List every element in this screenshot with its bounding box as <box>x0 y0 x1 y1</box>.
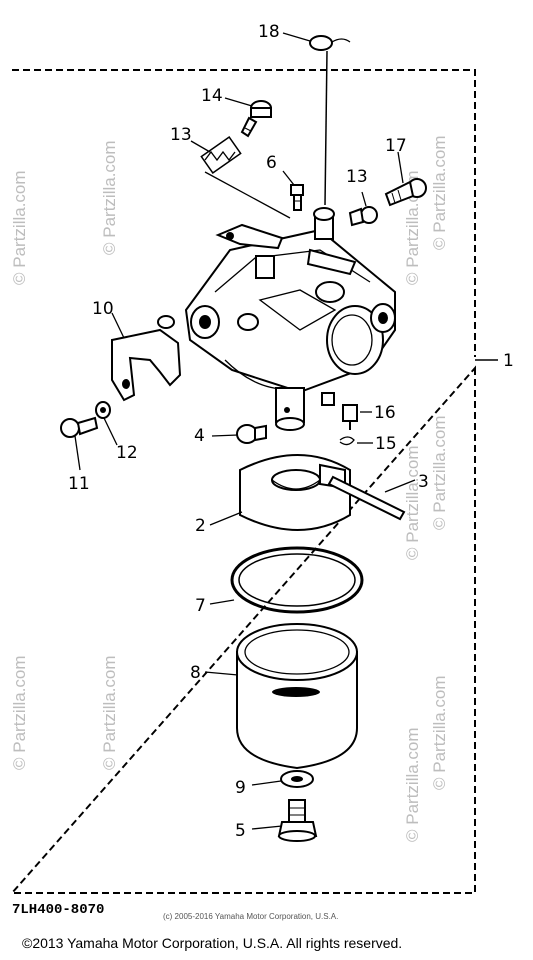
leader-line-7 <box>209 599 235 605</box>
callout-13: 13 <box>170 125 192 145</box>
part-12-washer <box>95 401 111 419</box>
watermark: © Partzilla.com <box>10 170 29 285</box>
small-copyright: (c) 2005-2016 Yamaha Motor Corporation, … <box>163 912 338 921</box>
watermark: © Partzilla.com <box>100 655 119 770</box>
watermarks: © Partzilla.com © Partzilla.com © Partzi… <box>10 135 449 842</box>
callout-2: 2 <box>195 516 206 536</box>
watermark: © Partzilla.com <box>430 135 449 250</box>
part-11-screw <box>60 416 99 438</box>
callout-5: 5 <box>235 821 246 841</box>
callout-3: 3 <box>418 472 429 492</box>
assembly-dashed-border <box>9 69 476 894</box>
leader-line-2 <box>209 511 243 526</box>
callout-1: 1 <box>503 351 514 371</box>
callout-12: 12 <box>116 443 138 463</box>
part-3-float-pin <box>327 475 406 521</box>
part-8-float-bowl <box>236 623 358 770</box>
leader-line-9 <box>251 780 282 786</box>
watermark: © Partzilla.com <box>430 415 449 530</box>
callout-18: 18 <box>258 22 280 42</box>
callout-17: 17 <box>385 136 407 156</box>
leader-line-4 <box>211 434 239 437</box>
callout-8: 8 <box>190 663 201 683</box>
leader-line-12 <box>103 417 118 446</box>
part-1-carburetor-body <box>184 207 396 431</box>
part-9-washer <box>280 770 314 788</box>
leader-line-10 <box>111 312 125 339</box>
diagram-code: 7LH400-8070 <box>12 902 104 918</box>
part-13-spring <box>200 136 242 174</box>
watermark: © Partzilla.com <box>430 675 449 790</box>
part-10-bracket <box>111 315 182 402</box>
leader-line-14 <box>224 97 253 107</box>
leader-line-6 <box>282 170 295 186</box>
leader-line-5 <box>251 825 283 830</box>
part-17-screw <box>384 178 427 207</box>
callout-labels: 18 14 13 6 13 17 10 1 16 4 12 11 15 3 2 … <box>68 22 514 841</box>
part-15-clip <box>339 436 355 446</box>
callout-11: 11 <box>68 474 90 494</box>
callout-14: 14 <box>201 86 223 106</box>
leader-line-11 <box>74 435 81 471</box>
leader-line-18 <box>282 32 311 42</box>
leader-line-13-right <box>361 191 367 207</box>
leader-line-13-left <box>190 140 211 153</box>
part-5-drain-bolt <box>277 799 318 842</box>
part-7-gasket <box>230 546 364 614</box>
leader-line-17 <box>397 151 404 184</box>
part-6-jet <box>290 184 304 211</box>
callout-4: 4 <box>194 426 205 446</box>
leader-line-13-to-body <box>204 171 291 219</box>
callout-13: 13 <box>346 167 368 187</box>
callout-15: 15 <box>375 434 397 454</box>
part-16-needle <box>342 404 358 430</box>
watermark: © Partzilla.com <box>403 727 422 842</box>
callout-9: 9 <box>235 778 246 798</box>
callout-10: 10 <box>92 299 114 319</box>
leader-line-3 <box>384 479 416 493</box>
part-4-screw <box>236 424 267 444</box>
part-2-float <box>239 454 351 531</box>
footer-copyright: ©2013 Yamaha Motor Corporation, U.S.A. A… <box>22 935 402 951</box>
callout-6: 6 <box>266 153 277 173</box>
callout-7: 7 <box>195 596 206 616</box>
leader-line-8 <box>204 671 239 676</box>
watermark: © Partzilla.com <box>10 655 29 770</box>
part-13-screw-right <box>348 206 378 227</box>
part-14-screw <box>240 100 272 138</box>
watermark: © Partzilla.com <box>100 140 119 255</box>
part-18-clip <box>309 35 351 206</box>
watermark: © Partzilla.com <box>403 445 422 560</box>
callout-16: 16 <box>374 403 396 423</box>
